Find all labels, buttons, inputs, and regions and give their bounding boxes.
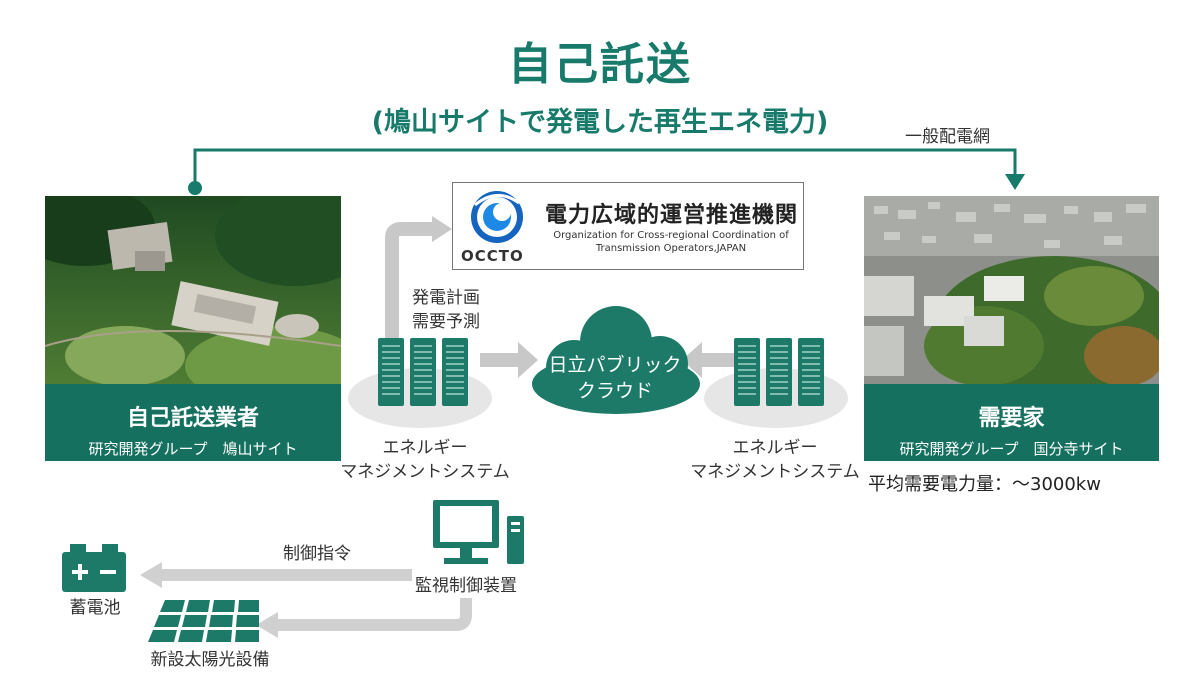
ems-right-to-cloud-arrow-head xyxy=(682,342,702,378)
left-site-panel: 自己託送業者 研究開発グループ 鳩山サイト xyxy=(45,384,341,461)
occto-box: OCCTO 電力広域的運営推進機関 Organization for Cross… xyxy=(452,182,804,270)
plan-forecast-label: 発電計画 需要予測 xyxy=(398,286,494,334)
battery-label: 蓄電池 xyxy=(69,598,121,618)
ems-to-cloud-arrow-head xyxy=(518,342,538,378)
left-site-sub: 研究開発グループ 鳩山サイト xyxy=(88,440,298,458)
ems-to-cloud-arrow xyxy=(480,353,520,367)
plan-arrow xyxy=(385,222,434,345)
plan-label: 発電計画 xyxy=(412,288,480,308)
right-site-panel: 需要家 研究開発グループ 国分寺サイト xyxy=(864,384,1159,461)
ems-left-line2: マネジメントシステム xyxy=(340,462,510,482)
left-site-heading: 自己託送業者 xyxy=(126,406,259,431)
solar-panel-icon xyxy=(148,600,259,642)
hatoyama-site-photo xyxy=(45,196,341,384)
occto-logo-icon xyxy=(471,191,523,243)
control-arrow-battery-head xyxy=(140,562,162,588)
kokubunji-site-photo xyxy=(864,196,1159,384)
occto-name-jp: 電力広域的運営推進機関 xyxy=(545,203,799,228)
cloud-label: 日立パブリック クラウド xyxy=(524,352,706,404)
server-rack-right xyxy=(734,338,824,406)
right-site-heading: 需要家 xyxy=(978,406,1045,431)
grid-start-dot xyxy=(188,181,202,195)
ems-left-line1: エネルギー xyxy=(382,438,468,458)
plan-arrow-head xyxy=(432,216,452,242)
battery-icon xyxy=(62,544,126,592)
right-site-sub: 研究開発グループ 国分寺サイト xyxy=(899,440,1124,458)
monitor-icon xyxy=(433,500,524,564)
cloud-icon xyxy=(532,306,700,414)
page-title: 自己託送 xyxy=(508,39,692,90)
grid-label: 一般配電網 xyxy=(905,127,990,147)
demand-text: 平均需要電力量：～3000kw xyxy=(868,474,1101,495)
monitor-label: 監視制御装置 xyxy=(415,576,517,596)
server-rack-left xyxy=(378,338,468,406)
control-command-label: 制御指令 xyxy=(283,544,351,564)
forecast-label: 需要予測 xyxy=(412,312,480,332)
page-subtitle: (鳩山サイトで発電した再生エネ電力) xyxy=(371,107,829,138)
cloud-label-line2: クラウド xyxy=(576,380,653,402)
ems-right-label: エネルギー マネジメントシステム xyxy=(680,436,870,484)
occto-name-en-line2: Transmission Operators,JAPAN xyxy=(595,243,747,254)
control-arrow-solar-head xyxy=(256,612,278,638)
cloud-label-line1: 日立パブリック xyxy=(548,354,682,376)
ems-right-to-cloud-arrow xyxy=(700,353,734,367)
occto-name-en-line1: Organization for Cross-regional Coordina… xyxy=(553,230,789,241)
ems-left-label: エネルギー マネジメントシステム xyxy=(330,436,520,484)
grid-line xyxy=(193,148,1017,188)
control-arrow-solar xyxy=(276,598,472,631)
occto-name-en: Organization for Cross-regional Coordina… xyxy=(545,229,797,255)
ems-right-line1: エネルギー xyxy=(732,438,818,458)
occto-abbr: OCCTO xyxy=(461,247,524,265)
solar-label: 新設太陽光設備 xyxy=(150,650,270,670)
ems-right-line2: マネジメントシステム xyxy=(690,462,860,482)
grid-arrow-head xyxy=(1005,174,1025,190)
